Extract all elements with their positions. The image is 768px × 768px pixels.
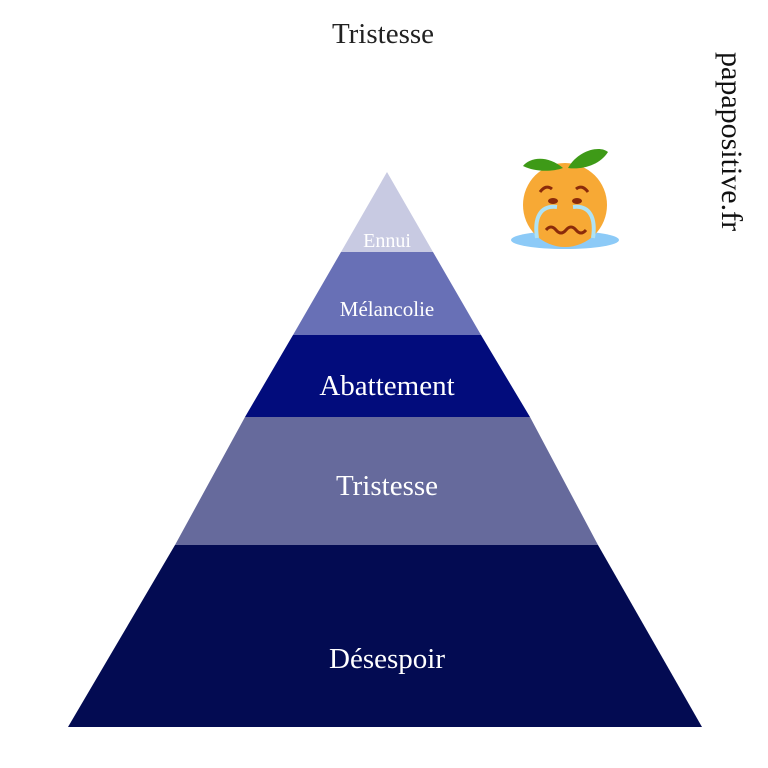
pyramid-level-desespoir <box>68 545 702 727</box>
crying-orange-icon <box>511 148 619 249</box>
level-label-desespoir: Désespoir <box>329 643 445 675</box>
level-label-ennui: Ennui <box>363 230 411 252</box>
diagram-title: Tristesse <box>332 18 434 50</box>
level-label-melancolie: Mélancolie <box>340 297 434 321</box>
level-label-tristesse: Tristesse <box>336 470 438 502</box>
pyramid-level-abattement <box>245 335 530 417</box>
watermark: papapositive.fr <box>715 52 748 231</box>
pyramid-level-melancolie <box>293 252 481 335</box>
level-label-abattement: Abattement <box>319 370 454 402</box>
pyramid-level-tristesse <box>175 417 598 545</box>
pyramid-level-ennui <box>341 172 433 252</box>
